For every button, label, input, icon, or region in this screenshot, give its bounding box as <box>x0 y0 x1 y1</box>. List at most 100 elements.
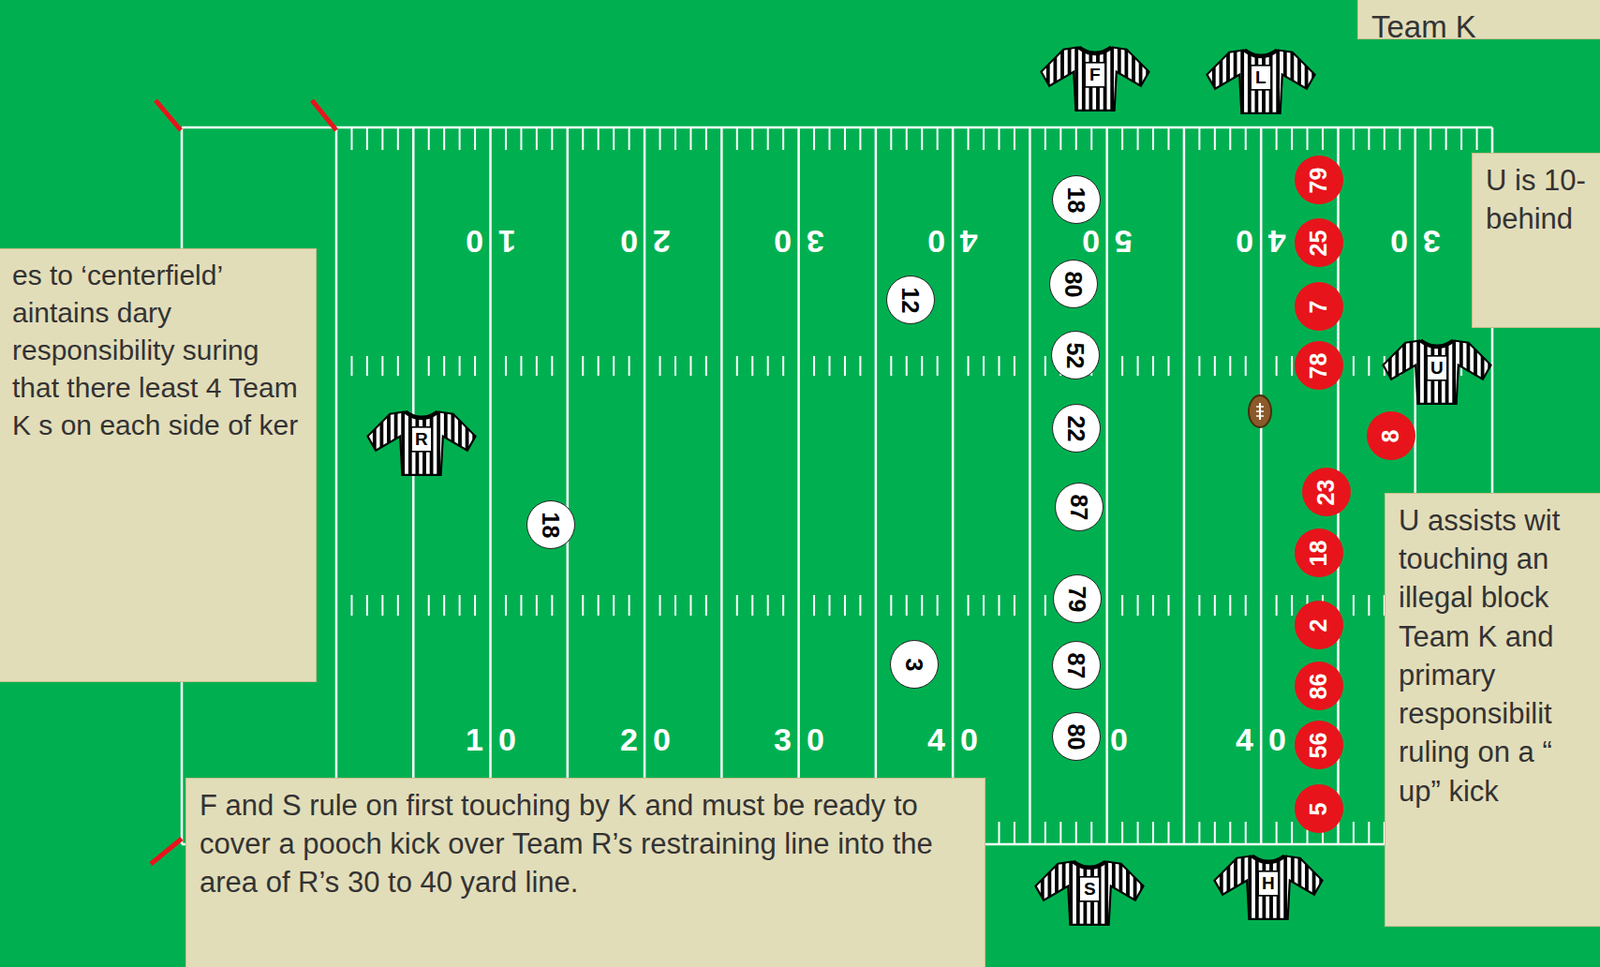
hash-mark <box>350 355 353 376</box>
hash-mark <box>1306 127 1309 150</box>
hash-mark <box>1367 127 1370 150</box>
hash-mark <box>997 821 1000 845</box>
team-r-player: 22 <box>1051 403 1101 453</box>
hash-mark <box>474 355 476 376</box>
hash-mark <box>1275 355 1278 376</box>
hash-mark <box>1013 355 1016 376</box>
yard-number: 40 <box>912 723 993 756</box>
hash-mark <box>1198 355 1200 376</box>
hash-mark <box>350 594 353 616</box>
player-number: 12 <box>899 286 923 313</box>
team-k-player: 25 <box>1294 218 1344 267</box>
hash-mark <box>674 594 677 616</box>
hash-mark <box>1352 355 1355 376</box>
football-body <box>1248 395 1272 428</box>
hash-mark <box>659 127 662 150</box>
hash-mark <box>829 594 831 616</box>
team-r-player: 18 <box>1051 175 1101 224</box>
player-number: 8 <box>1379 429 1404 443</box>
hash-mark <box>504 594 507 616</box>
hash-mark <box>1044 127 1047 150</box>
jersey-body <box>1206 50 1315 114</box>
hash-mark <box>628 127 631 150</box>
hash-mark <box>767 127 770 150</box>
hash-mark <box>381 127 384 150</box>
hash-mark <box>428 594 430 616</box>
hash-mark <box>597 127 600 150</box>
hash-mark <box>1352 594 1355 616</box>
yard-line <box>1028 127 1032 845</box>
hash-mark <box>1090 821 1093 845</box>
player-number: 7 <box>1307 299 1332 313</box>
player-number: 5 <box>1307 801 1332 815</box>
hash-mark <box>1321 127 1324 150</box>
jersey-collar <box>1244 50 1278 58</box>
hash-mark <box>1275 127 1278 150</box>
hash-mark <box>535 355 538 376</box>
hash-mark <box>443 127 445 150</box>
yard-number: 10 <box>450 225 532 258</box>
hash-mark <box>1059 127 1062 150</box>
callout-box: Team K <box>1357 0 1600 40</box>
hash-mark <box>581 355 584 376</box>
official-jersey: F <box>1038 41 1152 113</box>
hash-mark <box>967 594 970 616</box>
yard-number: 40 <box>912 225 993 258</box>
jersey-body <box>1035 861 1143 925</box>
hash-mark <box>350 127 353 150</box>
jersey-patch <box>1258 871 1279 896</box>
hash-mark <box>612 127 615 150</box>
field-lines <box>181 127 1493 845</box>
hash-mark <box>1152 594 1155 616</box>
hash-mark <box>674 127 677 150</box>
hash-mark <box>397 127 400 150</box>
hash-mark <box>1244 355 1247 376</box>
team-r-player: 18 <box>526 500 576 549</box>
jersey-collar <box>1421 340 1454 348</box>
hash-mark <box>474 127 476 150</box>
jersey-patch <box>1426 355 1448 381</box>
hash-mark <box>581 594 584 616</box>
hash-mark <box>1167 355 1170 376</box>
hash-mark <box>612 594 615 616</box>
hash-mark <box>705 127 708 150</box>
hash-mark <box>1137 127 1140 150</box>
official-jersey: U <box>1380 334 1494 406</box>
yard-line <box>412 127 415 845</box>
hash-mark <box>1244 821 1247 845</box>
hash-mark <box>844 355 846 376</box>
team-k-player: 8 <box>1366 411 1416 460</box>
yard-number: 50 <box>1066 225 1148 258</box>
yard-number: 30 <box>758 225 840 258</box>
football-lace <box>1256 405 1264 408</box>
hash-mark <box>1152 127 1155 150</box>
hash-mark <box>920 127 923 150</box>
hash-mark <box>1214 355 1216 376</box>
hash-mark <box>1290 355 1293 376</box>
hash-mark <box>459 594 461 616</box>
hash-mark <box>920 355 923 376</box>
hash-mark <box>1137 821 1140 845</box>
player-number: 87 <box>1067 493 1092 520</box>
hash-mark <box>889 355 892 376</box>
team-r-player: 3 <box>889 639 939 689</box>
player-number: 56 <box>1307 731 1332 758</box>
hash-mark <box>751 355 754 376</box>
player-number: 18 <box>539 511 563 538</box>
jersey-collar <box>1252 856 1286 863</box>
hash-mark <box>366 355 369 376</box>
team-k-player: 78 <box>1294 340 1344 390</box>
player-number: 18 <box>1307 539 1332 566</box>
hash-mark <box>1229 821 1231 845</box>
player-number: 22 <box>1065 414 1089 442</box>
hash-mark <box>381 594 384 616</box>
yard-line <box>335 127 339 845</box>
player-number: 78 <box>1307 352 1332 379</box>
hash-mark <box>767 355 770 376</box>
hash-mark <box>659 594 662 616</box>
hash-mark <box>1121 127 1124 150</box>
hash-mark <box>1013 821 1016 845</box>
official-letter: R <box>414 429 429 448</box>
hash-mark <box>1137 594 1140 616</box>
